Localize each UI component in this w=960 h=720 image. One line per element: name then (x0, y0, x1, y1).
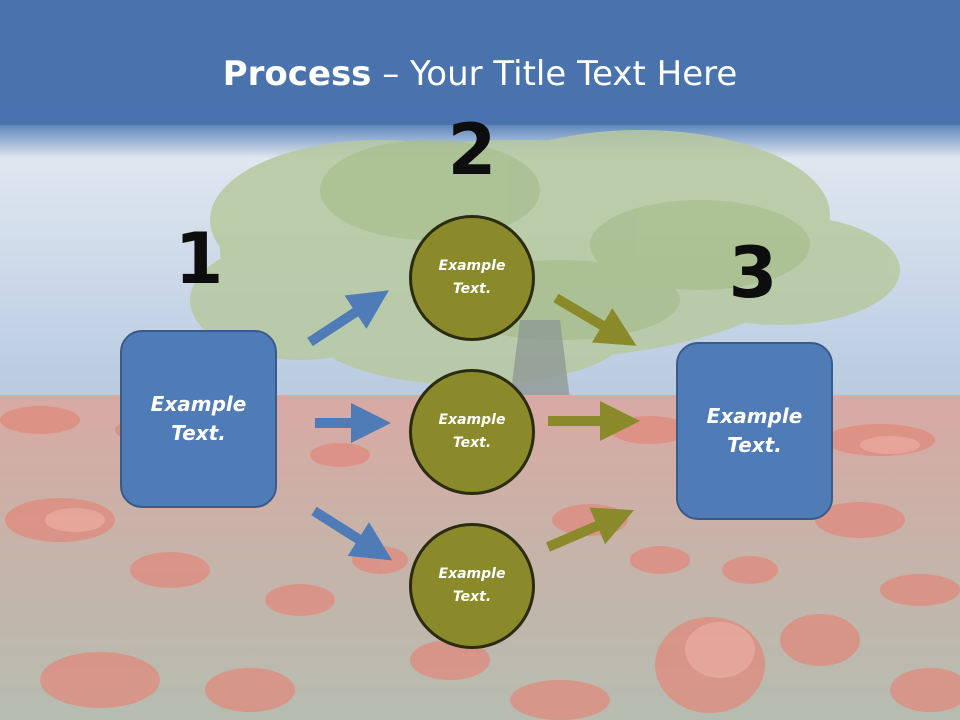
arrow-olive-up (546, 507, 634, 552)
circle-top-text: Example Text. (438, 258, 506, 297)
right-box-text: Example Text. (706, 404, 803, 457)
circle-middle[interactable]: Example Text. (409, 369, 535, 495)
left-box-text: Example Text. (150, 392, 247, 445)
step-number-3: 3 (728, 232, 778, 314)
circle-bottom[interactable]: Example Text. (409, 523, 535, 649)
circle-top[interactable]: Example Text. (409, 215, 535, 341)
left-step-box[interactable]: Example Text. (120, 330, 277, 508)
arrow-olive-down (553, 293, 637, 346)
title-rest: – Your Title Text Here (371, 54, 738, 94)
circle-middle-text: Example Text. (438, 412, 506, 451)
circle-bottom-text: Example Text. (438, 566, 506, 605)
step-number-1: 1 (174, 218, 224, 300)
slide-title: Process – Your Title Text Here (0, 52, 960, 96)
title-bold: Process (222, 54, 372, 94)
right-step-box[interactable]: Example Text. (676, 342, 833, 520)
arrow-blue-up (307, 290, 389, 347)
arrow-blue-down (311, 506, 393, 561)
step-number-2: 2 (447, 109, 497, 191)
